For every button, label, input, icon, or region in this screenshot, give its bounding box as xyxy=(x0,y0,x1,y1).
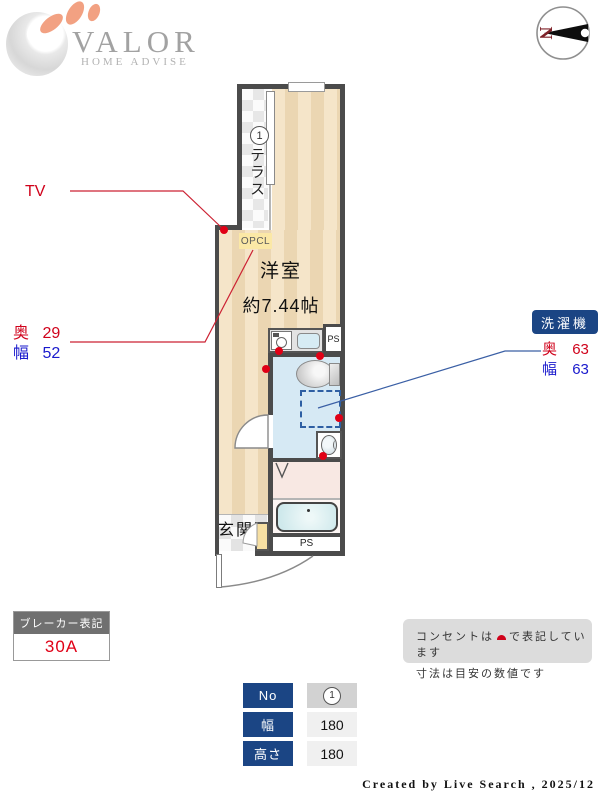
washer-depth-value: 63 xyxy=(572,341,589,358)
washer-leader-line xyxy=(317,350,541,409)
washer-space xyxy=(300,390,341,428)
window xyxy=(288,82,325,92)
breaker-value: 30A xyxy=(44,637,79,656)
terrace-boundary xyxy=(269,183,271,230)
kitchen-sink-icon xyxy=(297,333,320,349)
washer-annotation: 洗濯機 奥 63 幅 63 xyxy=(532,310,600,380)
stove-icon xyxy=(271,331,292,350)
bathroom-floor xyxy=(273,462,340,499)
wall xyxy=(237,89,242,230)
compass: N xyxy=(531,1,595,65)
spec-row-height-label: 高さ xyxy=(243,741,293,766)
ps-bottom-room xyxy=(273,537,340,551)
wall xyxy=(268,357,273,415)
tv-dimensions: 奥 29 幅 52 xyxy=(13,324,83,364)
spec-row-height-value: 180 xyxy=(307,741,357,766)
spec-row-no-value: 1 xyxy=(307,683,357,708)
outlet-dot xyxy=(316,352,324,360)
terrace-label: テラス xyxy=(248,147,265,198)
logo-tagline: HOME ADVISE xyxy=(81,56,189,68)
note-line1-before: コンセントは xyxy=(416,631,494,643)
wall xyxy=(215,230,219,556)
ps-kitchen-label: PS xyxy=(327,334,340,344)
wall xyxy=(340,84,345,556)
circled-number: 1 xyxy=(323,686,341,705)
outlet-dot xyxy=(275,347,283,355)
logo: VALOR HOME ADVISE xyxy=(0,0,260,85)
terrace-floor xyxy=(242,89,268,228)
outlet-symbol-icon xyxy=(497,635,506,640)
entrance-label: 玄関 xyxy=(218,522,255,539)
washer-width-value: 63 xyxy=(572,361,589,378)
room-name: 洋室 xyxy=(259,261,302,282)
wall xyxy=(215,551,219,556)
terrace-window-number: 1 xyxy=(250,126,269,145)
compass-north-label: N xyxy=(536,26,556,40)
tv-label: TV xyxy=(25,183,46,200)
logo-brand: VALOR xyxy=(72,24,200,59)
floor-divider xyxy=(273,498,340,500)
tv-width-label: 幅 xyxy=(13,345,32,362)
wall xyxy=(255,551,345,556)
shoe-cabinet-icon xyxy=(255,522,269,551)
vanity-counter-icon xyxy=(329,363,340,386)
washer-depth-label: 奥 xyxy=(542,341,560,358)
ps-kitchen-box: PS xyxy=(323,324,344,354)
toilet-seat-line xyxy=(333,440,339,450)
opcl-tag: OPCL xyxy=(239,233,272,249)
kitchen-counter xyxy=(268,328,324,353)
wall xyxy=(268,353,340,357)
wall xyxy=(268,448,273,551)
tv-width-value: 52 xyxy=(42,345,61,362)
logo-petal-icon xyxy=(85,2,103,23)
notes-box: コンセントはで表記しています 寸法は目安の数値です xyxy=(403,619,592,680)
breaker-title: ブレーカー表記 xyxy=(14,612,109,634)
spec-row-width-label: 幅 xyxy=(243,712,293,737)
spec-row-width-value: 180 xyxy=(307,712,357,737)
entrance-door-arc xyxy=(220,555,314,588)
outlet-dot xyxy=(262,365,270,373)
tv-depth-value: 29 xyxy=(42,325,61,342)
wall xyxy=(268,458,340,462)
bathtub-icon xyxy=(276,502,338,532)
spec-row-no-label: No xyxy=(243,683,293,708)
outlet-dot xyxy=(220,226,228,234)
room-size: 約7.44帖 xyxy=(242,296,320,316)
wall xyxy=(268,533,340,537)
entrance-door-leaf xyxy=(216,554,222,588)
hallway-floor xyxy=(219,353,268,515)
ps-bottom-label: PS xyxy=(299,538,314,549)
outlet-dot xyxy=(319,452,327,460)
breaker-box: ブレーカー表記 30A xyxy=(13,611,110,661)
wall xyxy=(215,225,242,230)
note-line1: コンセントはで表記しています xyxy=(416,628,592,660)
room-floor-upper xyxy=(272,89,340,230)
toilet-icon xyxy=(316,431,342,459)
credit-text: Created by Live Search , 2025/12 xyxy=(362,777,595,791)
note-line2: 寸法は目安の数値です xyxy=(416,668,546,680)
washer-width-label: 幅 xyxy=(542,361,560,378)
floor-divider xyxy=(219,514,268,515)
tv-depth-label: 奥 xyxy=(13,325,32,342)
note-line1-after: で表記しています xyxy=(416,631,587,659)
outlet-dot xyxy=(335,414,343,422)
bathtub-drain-icon xyxy=(307,509,310,512)
stove-grill-icon xyxy=(273,333,279,337)
washer-title-badge: 洗濯機 xyxy=(532,310,598,334)
tv-leader-line xyxy=(70,190,223,229)
